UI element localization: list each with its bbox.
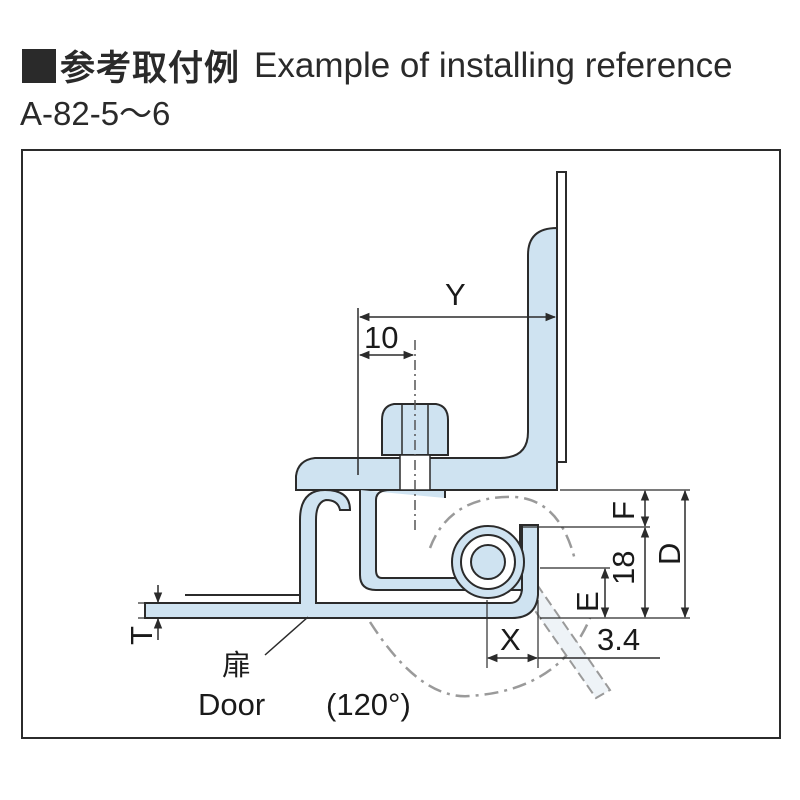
door-plate: [144, 488, 539, 619]
dim-y-label: Y: [445, 277, 466, 312]
door-leader-line: [264, 616, 309, 656]
header: 参考取付例 Example of installing reference A-…: [20, 40, 792, 135]
diagram-frame: [21, 149, 781, 739]
title-japanese: 参考取付例: [60, 49, 241, 89]
dim-3-4-label: 3.4: [597, 622, 640, 657]
dim-x-label: X: [500, 622, 521, 657]
dim-t-label: T: [124, 626, 159, 645]
door-swing-arc-upper: [428, 495, 577, 561]
title-row: 参考取付例 Example of installing reference: [22, 40, 792, 91]
dim-e-label: E: [570, 591, 605, 612]
frame-plate: [556, 171, 567, 463]
dim-d-label: D: [652, 543, 687, 565]
dim-18-label: 18: [606, 551, 641, 585]
model-number: A-82-5～6: [20, 95, 171, 132]
title-english: Example of installing reference: [254, 45, 733, 85]
frame-bracket: [295, 226, 558, 491]
dim-f-label: F: [606, 501, 641, 520]
hinge-pin: [470, 544, 506, 580]
square-bullet-icon: [22, 48, 56, 83]
door-label-english: Door: [198, 687, 265, 722]
dim-10-label: 10: [364, 320, 398, 355]
door-label-japanese: 扉: [222, 648, 251, 682]
angle-label: (120°): [326, 687, 411, 722]
